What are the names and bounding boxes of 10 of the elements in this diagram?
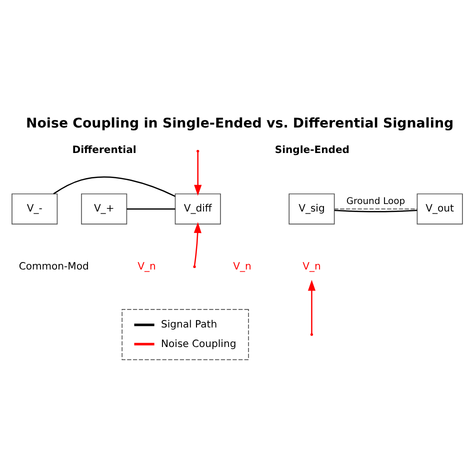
legend-label: Noise Coupling [161,338,236,350]
legend-label: Signal Path [161,320,218,330]
label: Single-Ended [274,144,350,156]
label: Common-Mod [18,261,89,272]
label: V_n [233,261,252,272]
label: Differential [72,144,136,156]
edge-label: Ground Loop [346,196,406,207]
label: V_n [138,261,156,272]
diagram-title: Noise Coupling in Single-Ended vs. Differential Signaling [26,116,454,132]
node-text: V_n [302,261,321,272]
